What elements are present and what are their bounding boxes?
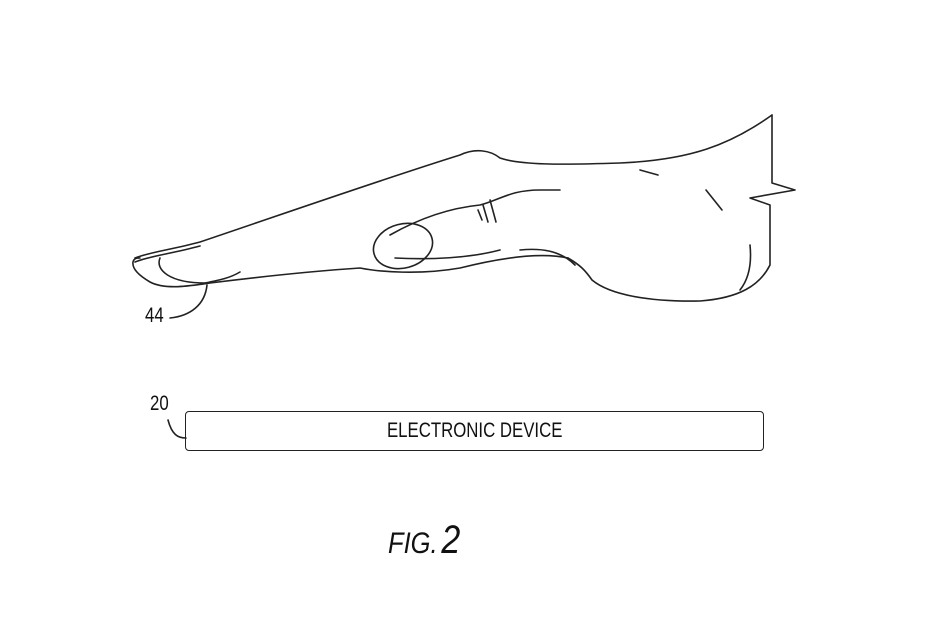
electronic-device-box: ELECTRONIC DEVICE <box>185 411 764 451</box>
leader-line-20 <box>167 419 187 439</box>
leader-line-44 <box>169 284 208 319</box>
reference-label-44: 44 <box>145 304 164 327</box>
figure-prefix: FIG. <box>388 527 438 560</box>
figure-number: 2 <box>441 518 461 562</box>
figure-caption: FIG. 2 <box>388 518 460 563</box>
device-label: ELECTRONIC DEVICE <box>386 419 563 442</box>
reference-label-20: 20 <box>150 392 169 415</box>
